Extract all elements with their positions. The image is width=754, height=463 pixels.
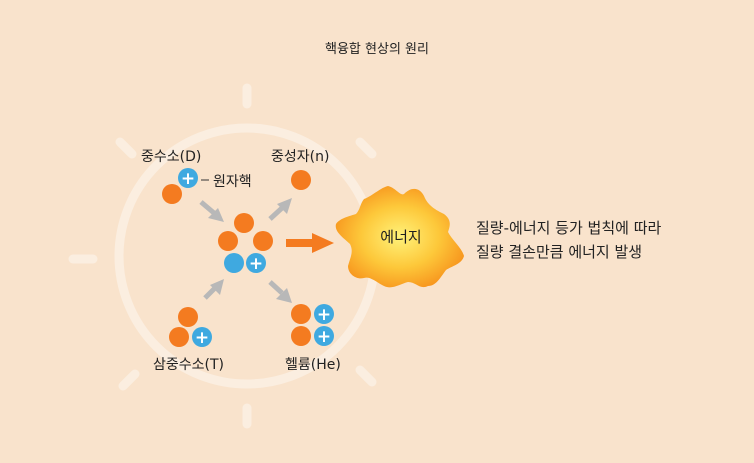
arrow-tritium-in xyxy=(203,279,224,300)
neutron-particle xyxy=(291,304,311,324)
description: 질량-에너지 등가 법칙에 따라 질량 결손만큼 에너지 발생 xyxy=(476,216,661,264)
plus-icon: + xyxy=(181,169,195,189)
neutron-particle xyxy=(253,231,273,251)
proton-particle xyxy=(314,326,334,346)
tritium-particles: + xyxy=(169,307,212,348)
energy-burst xyxy=(335,186,464,288)
label-deuterium: 중수소(D) xyxy=(141,149,202,165)
fusion-cluster: + xyxy=(218,213,273,274)
proton-particle xyxy=(246,253,266,273)
neutron-particle xyxy=(178,307,198,327)
neutron-particle xyxy=(291,326,311,346)
label-energy: 에너지 xyxy=(380,228,422,246)
neutron-particle xyxy=(234,213,254,233)
neutron-particle xyxy=(291,170,311,190)
arrow-deuterium-in xyxy=(199,200,224,222)
neutron-particle xyxy=(162,184,182,204)
neutron-product xyxy=(291,170,311,190)
arrow-to-energy xyxy=(286,233,334,253)
deuterium-particles: + xyxy=(162,168,209,204)
arrow-neutron-out xyxy=(268,198,292,221)
arrow-helium-out xyxy=(268,280,292,303)
label-neutron: 중성자(n) xyxy=(271,149,330,165)
helium-particles: + + xyxy=(291,304,334,347)
proton-particle xyxy=(192,327,212,347)
neutron-particle xyxy=(218,231,238,251)
diagram-title: 핵융합 현상의 원리 xyxy=(325,42,429,57)
label-helium: 헬륨(He) xyxy=(285,357,341,373)
plus-icon: + xyxy=(195,328,209,348)
proton-particle xyxy=(314,304,334,324)
proton-particle xyxy=(224,253,244,273)
neutron-particle xyxy=(169,327,189,347)
label-nucleus: 원자핵 xyxy=(213,174,252,190)
plus-icon: + xyxy=(317,305,331,325)
reaction-arrows xyxy=(199,198,292,303)
description-line-2: 질량 결손만큼 에너지 발생 xyxy=(476,243,643,261)
proton-particle xyxy=(178,168,198,188)
plus-icon: + xyxy=(317,327,331,347)
description-line-1: 질량-에너지 등가 법칙에 따라 xyxy=(476,219,662,237)
label-tritium: 삼중수소(T) xyxy=(153,357,224,373)
plus-icon: + xyxy=(249,254,263,274)
